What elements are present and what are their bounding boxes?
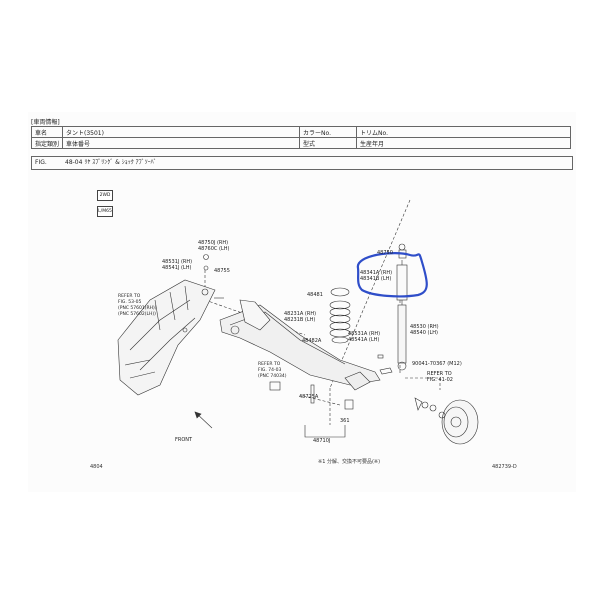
label-front: FRONT [175,437,193,443]
label-48750j: 48750J (RH) 48760C (LH) [198,240,230,252]
label-48231: 48231A (RH) 48231B (LH) [284,311,317,323]
fig-prefix: FIG. [35,159,47,166]
label-48481: 48481 [307,292,323,298]
label-48750: 48750 [377,250,393,256]
vehicle-info-table: 車名 タント(3501) カラーNo. トリムNo. 指定類別 車体番号 型式 … [30,126,571,149]
fig-row: FIG. 48-04 ﾘﾔ ｽﾌﾟﾘﾝｸﾞ & ｼｮｯｸ ｱﾌﾞｿｰﾊﾞ [31,156,573,170]
vehicle-info-row: 指定類別 車体番号 型式 生産年月 [30,137,571,149]
label-48531a: 48531A (RH) 48541A (LH) [348,331,381,343]
badge-2wd: 2WD [97,190,113,201]
coil-spring [329,287,351,344]
model-label: 型式 [299,137,358,149]
fig-title: 48-04 ﾘﾔ ｽﾌﾟﾘﾝｸﾞ & ｼｮｯｸ ｱﾌﾞｿｰﾊﾞ [65,159,157,166]
label-48725a: 48725A [299,394,319,400]
small-parts [203,254,393,410]
label-48710j: 48710J [313,438,331,444]
rear-axle-beam [219,299,381,391]
footer-note: ※1 分解、交換不可要品(※) [318,459,381,465]
label-48341: 48341A (RH) 48341B (LH) [360,270,393,282]
front-arrow-icon [194,411,213,429]
spec-label: 指定類別 [30,137,64,149]
date-label: 生産年月 [356,137,571,149]
highlight-circle [356,252,428,298]
brake-drum [414,397,479,445]
vehicle-info-row: 車名 タント(3501) カラーNo. トリムNo. [30,126,571,138]
section-title: [車両情報] [31,119,60,126]
diagram-code: 482739-D [492,464,517,470]
label-refer-41: REFER TO FIG. 41-02 [427,371,453,383]
label-refer-74: REFER TO FIG. 74-03 (PNC 74034) [258,362,287,379]
clip-icon [269,381,281,391]
bracket-48710j [304,425,346,438]
label-361: 361 [340,418,350,424]
label-refer-53: REFER TO FIG. 53-05 (PNC 57601(RH)) (PNC… [118,294,157,317]
label-48482: 48482A [302,338,322,344]
shock-absorber [396,243,408,371]
label-48530: 48530 (RH) 48540 (LH) [410,324,439,336]
label-90041: 90041-70367 (M12) [412,361,462,367]
label-48531j: 48531J (RH) 48541J (LH) [162,259,193,271]
label-48755: 48755 [214,268,230,274]
badge-lm65: L/M65 [97,206,113,217]
body-frame [117,279,216,396]
diagram-sheet [28,112,576,492]
page-code: 4804 [90,464,103,470]
